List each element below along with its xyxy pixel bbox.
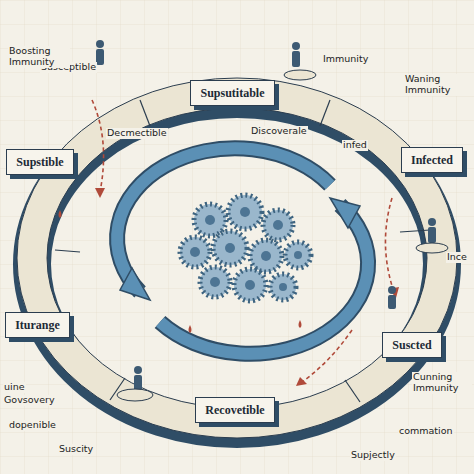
state-label: Supstible [16, 155, 63, 170]
state-box: Infected [401, 147, 463, 173]
state-box: Iturange [5, 312, 70, 338]
annotation-label: Suscity [58, 444, 94, 455]
annotation-label: Immunity [322, 54, 369, 65]
annotation-label: Boosting Immunity [8, 46, 70, 68]
annotation-label: Supjectly [350, 450, 396, 461]
annotation-label: Govsovery [3, 395, 56, 406]
state-box: Suscted [382, 332, 442, 358]
annotation-label: Decmectible [106, 128, 168, 139]
annotation-label: Ince [446, 252, 468, 263]
state-label: Suscted [392, 338, 431, 353]
annotation-label: infed [342, 140, 368, 151]
annotation-label: Discoverale [250, 126, 308, 137]
state-box: Recovetible [195, 397, 275, 423]
state-label: Infected [411, 153, 453, 168]
state-box: Supsutitable [190, 80, 275, 106]
annotation-label: uine [3, 382, 26, 393]
state-label: Supsutitable [200, 86, 264, 101]
state-label: Recovetible [205, 403, 264, 418]
annotation-label: Waning Immunity [404, 74, 468, 96]
annotation-label: commation [398, 426, 454, 437]
state-label: Iturange [15, 318, 60, 333]
annotation-label: Cunning Immunity [412, 372, 472, 394]
annotation-label: dopenible [8, 420, 57, 431]
state-box: Supstible [6, 149, 74, 175]
